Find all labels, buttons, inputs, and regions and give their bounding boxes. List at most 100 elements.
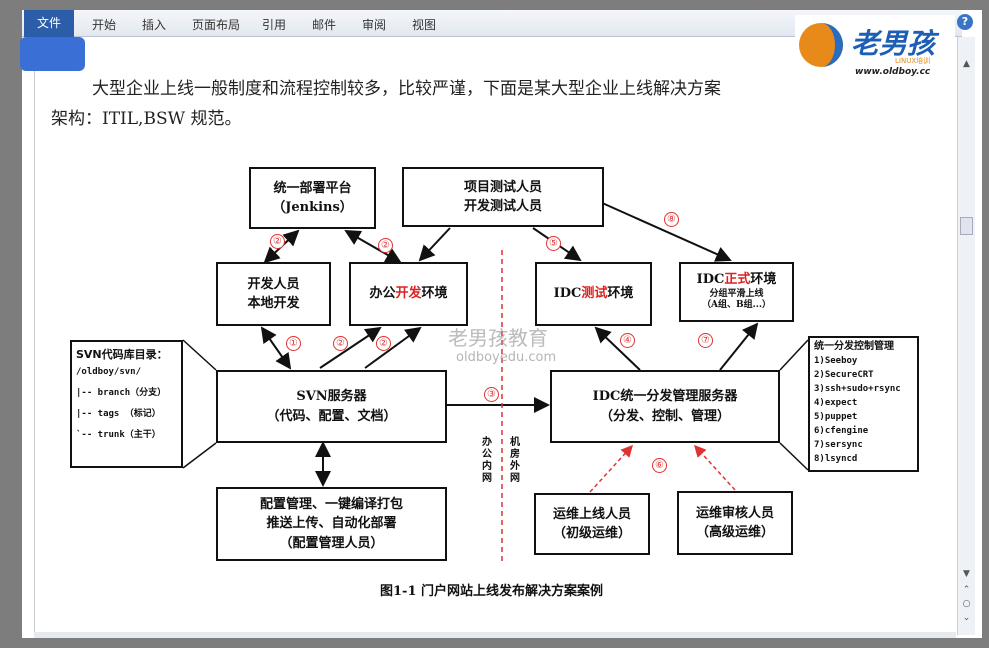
tab-review[interactable]: 审阅 <box>362 18 387 32</box>
idc-prod-env-box: IDC正式环境 分组平滑上线 （A组、B组...） <box>679 262 794 322</box>
paragraph-line2: 架构：ITIL,BSW 规范。 <box>51 109 242 129</box>
tools-item: 2)SecureCRT <box>814 370 874 380</box>
config-mgmt-box: 配置管理、一键编译打包 推送上传、自动化部署 （配置管理人员） <box>216 487 447 561</box>
step-number: ④ <box>620 333 635 348</box>
idc-server-title: IDC统一分发管理服务器 <box>592 389 738 404</box>
paragraph-line1: 大型企业上线一般制度和流程控制较多，比较严谨，下面是某大型企业上线解决方案 <box>92 79 721 99</box>
testers-box: 项目测试人员 开发测试人员 <box>402 167 604 227</box>
tools-title: 统一分发控制管理 <box>814 341 894 352</box>
svn-repo-line: /oldboy/svn/ <box>76 367 142 377</box>
watermark-url: oldboyedu.com <box>456 350 557 365</box>
ops-online-box: 运维上线人员 （初级运维） <box>534 493 650 555</box>
scroll-up-icon[interactable]: ▲ <box>963 59 970 69</box>
svn-repo-title: SVN代码库目录： <box>76 348 168 361</box>
dev-local-box: 开发人员 本地开发 <box>216 262 331 326</box>
tab-insert[interactable]: 插入 <box>142 18 167 32</box>
config-mgmt-line2: 推送上传、自动化部署 <box>266 516 397 532</box>
svn-repo-line: |-- tags （标记） <box>76 409 161 419</box>
ops-review-line1: 运维审核人员 <box>695 505 774 521</box>
dev-local-line2: 本地开发 <box>247 296 300 311</box>
svn-server-title: SVN服务器 <box>296 389 367 404</box>
tools-item: 4)expect <box>814 398 858 408</box>
next-page-icon[interactable]: ⌄ <box>962 613 971 623</box>
logo-emblem-icon: 老男孩 LINUX培训 www.oldboy.cc <box>799 23 940 77</box>
prev-page-icon[interactable]: ⌃ <box>962 585 971 595</box>
svg-text:LINUX培训: LINUX培训 <box>895 56 930 65</box>
jenkins-sub: （Jenkins） <box>272 200 353 215</box>
office-dev-env-box: 办公开发环境 <box>349 262 468 326</box>
step-number: ② <box>270 234 285 249</box>
scroll-down-icon[interactable]: ▼ <box>963 569 970 579</box>
horizontal-scrollbar[interactable] <box>34 632 956 638</box>
idc-prod-label: IDC正式环境 <box>697 272 777 289</box>
step-number: ① <box>286 336 301 351</box>
ops-review-box: 运维审核人员 （高级运维） <box>677 491 793 555</box>
svn-repo-box: SVN代码库目录： /oldboy/svn/ |-- branch（分支） |-… <box>70 340 183 468</box>
svn-server-sub: （代码、配置、文档） <box>266 408 397 424</box>
tools-item: 3)ssh+sudo+rsync <box>814 384 901 394</box>
tab-home[interactable]: 开始 <box>92 18 117 32</box>
idc-prod-b: 正式 <box>724 271 751 287</box>
testers-line2: 开发测试人员 <box>463 199 542 214</box>
vertical-scrollbar[interactable]: ▲ ▼ ⌃ ○ ⌄ <box>957 37 975 635</box>
step-number: ⑤ <box>546 236 561 251</box>
step-number: ② <box>376 336 391 351</box>
idc-server-box: IDC统一分发管理服务器 （分发、控制、管理） <box>550 370 780 443</box>
idc-test-label: IDC测试环境 <box>554 284 634 304</box>
svn-repo-line: `-- trunk（主干） <box>76 430 161 440</box>
tools-item: 7)sersync <box>814 440 863 450</box>
svg-text:www.oldboy.cc: www.oldboy.cc <box>855 67 931 77</box>
tab-page-layout[interactable]: 页面布局 <box>192 18 241 32</box>
office-network-label: 办公内网 <box>482 437 492 484</box>
idc-server-sub: （分发、控制、管理） <box>599 408 730 424</box>
watermark-text: 老男孩教育 <box>448 326 548 350</box>
idc-prod-sub2: （A组、B组...） <box>702 300 771 311</box>
jenkins-title: 统一部署平台 <box>273 180 352 196</box>
idc-test-b: 测试 <box>581 286 608 302</box>
office-dev-b: 开发 <box>395 286 422 302</box>
step-number: ③ <box>484 387 499 402</box>
office-dev-label: 办公开发环境 <box>369 284 447 304</box>
tab-file[interactable]: 文件 <box>24 10 74 37</box>
idc-prod-sub1: 分组平滑上线 <box>709 288 764 299</box>
config-mgmt-line1: 配置管理、一键编译打包 <box>259 496 403 512</box>
config-mgmt-line3: （配置管理人员） <box>279 535 384 551</box>
figure-caption: 图1-1 门户网站上线发布解决方案案例 <box>380 584 604 599</box>
office-dev-a: 办公 <box>369 286 396 302</box>
tab-mailings[interactable]: 邮件 <box>312 18 337 32</box>
document-page[interactable] <box>34 37 956 635</box>
tools-item: 8)lsyncd <box>814 454 858 464</box>
redaction-mark <box>20 37 85 71</box>
ops-review-line2: （高级运维） <box>695 525 774 540</box>
dev-local-line1: 开发人员 <box>247 276 300 292</box>
jenkins-box: 统一部署平台 （Jenkins） <box>249 167 376 229</box>
step-number: ⑦ <box>698 333 713 348</box>
help-icon[interactable]: ? <box>957 14 973 30</box>
idc-network-label: 机房外网 <box>510 437 520 484</box>
idc-test-a: IDC <box>553 286 582 302</box>
step-number: ② <box>333 336 348 351</box>
step-number: ⑧ <box>664 212 679 227</box>
idc-test-env-box: IDC测试环境 <box>535 262 652 326</box>
ops-online-line1: 运维上线人员 <box>552 506 631 522</box>
idc-test-c: 环境 <box>607 286 634 302</box>
svn-server-box: SVN服务器 （代码、配置、文档） <box>216 370 447 443</box>
office-dev-c: 环境 <box>421 286 448 302</box>
scroll-thumb[interactable] <box>960 217 973 235</box>
tab-view[interactable]: 视图 <box>412 18 437 32</box>
svn-repo-line: |-- branch（分支） <box>76 388 167 398</box>
tools-box: 统一分发控制管理 1)Seeboy 2)SecureCRT 3)ssh+sudo… <box>808 336 919 472</box>
idc-prod-a: IDC <box>696 271 725 287</box>
tools-item: 6)cfengine <box>814 426 869 436</box>
step-number: ② <box>378 238 393 253</box>
ops-online-line2: （初级运维） <box>552 526 631 541</box>
oldboy-logo: 老男孩 LINUX培训 www.oldboy.cc <box>795 15 955 77</box>
svg-text:老男孩: 老男孩 <box>851 27 940 60</box>
browse-object-icon[interactable]: ○ <box>962 599 971 609</box>
tab-references[interactable]: 引用 <box>262 18 287 32</box>
tools-item: 5)puppet <box>814 412 858 422</box>
tools-item: 1)Seeboy <box>814 356 858 366</box>
testers-line1: 项目测试人员 <box>463 179 542 195</box>
step-number: ⑥ <box>652 458 667 473</box>
